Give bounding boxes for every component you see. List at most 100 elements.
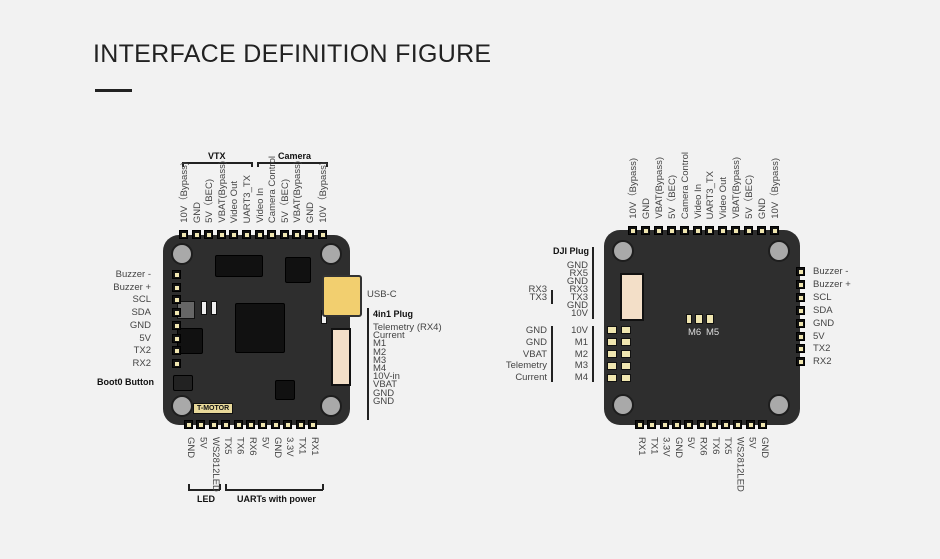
m6-pad <box>686 314 692 324</box>
side-pin-label: SDA <box>813 304 833 316</box>
flight-controller-top: T-MOTOR <box>163 235 351 425</box>
led-bracket <box>188 489 220 491</box>
pin-pad <box>653 226 663 235</box>
pin-pad <box>635 420 644 429</box>
top-pin-label: Video In <box>254 188 266 223</box>
vtx-bracket <box>182 162 252 164</box>
bottom-pin-label: TX1 <box>648 437 660 455</box>
mount-hole <box>320 395 342 417</box>
dji-plug-label: DJI Plug <box>553 246 590 256</box>
usb-c-port[interactable] <box>322 275 362 317</box>
dji-plug-connector <box>620 273 644 321</box>
plug-bracket <box>367 308 369 420</box>
boot0-button[interactable] <box>173 375 193 391</box>
pin-pad <box>172 346 181 356</box>
component <box>211 301 217 315</box>
dji-side-label: TX3 <box>529 292 547 303</box>
pin-pad <box>184 420 193 429</box>
top-pin-label: UART3_TX <box>705 170 717 219</box>
top-pin-label: Video Out <box>718 176 730 219</box>
dji-pin-label: 10V <box>571 308 588 319</box>
camera-group-label: Camera <box>278 151 312 161</box>
pin-pad <box>705 226 715 235</box>
bottom-pin-label: RX1 <box>309 437 320 456</box>
plug-pin-label: M1 <box>373 338 387 350</box>
camera-bracket <box>326 162 328 167</box>
pin-pad <box>796 267 805 276</box>
camera-bracket <box>257 162 259 167</box>
side-pin-label: TX2 <box>133 345 151 357</box>
side-pin-label: RX2 <box>813 356 832 368</box>
pin-pad <box>745 420 755 429</box>
dji-pin-label: RX3 <box>569 284 588 295</box>
side-pin-label: TX2 <box>813 343 831 355</box>
pin-pad <box>254 230 264 239</box>
bottom-pin-label: TX6 <box>709 437 721 455</box>
pin-pad <box>179 230 188 239</box>
mount-hole <box>768 240 790 262</box>
dji-pin-label: GND <box>566 300 588 311</box>
bottom-pin-label: RX1 <box>636 437 647 456</box>
4in1-plug-label: 4in1 Plug <box>373 309 414 319</box>
plug-pin-label: GND <box>373 395 395 407</box>
pin-pad <box>204 230 214 239</box>
vtx-group-label: VTX <box>208 151 226 161</box>
bottom-pin-label: 3.3V <box>284 437 296 457</box>
top-pin-label: GND <box>640 197 652 219</box>
top-pin-label: Camera Control <box>267 155 279 223</box>
bottom-pin-label: WS2812LED <box>209 437 221 492</box>
pin-pad <box>758 420 767 429</box>
bottom-pin-label: TX6 <box>234 437 246 455</box>
t-motor-logo: T-MOTOR <box>193 403 234 414</box>
top-pin-label: 10V（Bypass) <box>769 158 781 219</box>
top-pin-label: VBAT(Bypass) <box>216 161 228 223</box>
uarts-bracket <box>225 489 323 491</box>
pin-pad <box>757 226 766 235</box>
m5-label: M5 <box>706 327 720 338</box>
pin-pad <box>696 420 706 429</box>
pin-pad <box>796 344 805 354</box>
plug-pin-label: Telemetry (RX4) <box>373 322 442 333</box>
uarts-bracket <box>322 484 324 490</box>
title-underline <box>95 89 132 92</box>
pin-pad <box>216 230 226 239</box>
pin-pad <box>666 226 676 235</box>
bottom-pin-label: GND <box>672 437 684 459</box>
bottom-pin-label: RX6 <box>697 437 709 456</box>
dji-pin-label: GND <box>566 276 588 287</box>
top-pin-label: Video Out <box>229 180 241 223</box>
plug-pin-label: GND <box>373 387 395 399</box>
rx3-tx3-bracket <box>551 290 553 304</box>
motor-solder-pad <box>621 374 631 382</box>
motor-solder-pad <box>607 362 617 370</box>
pin-pad <box>796 318 805 328</box>
pin-pad <box>744 226 754 235</box>
pin-pad <box>692 226 702 235</box>
side-pin-label: SCL <box>132 294 151 306</box>
pin-pad <box>172 333 181 343</box>
mount-hole <box>768 394 790 416</box>
bottom-pin-label: GND <box>759 437 770 459</box>
pin-pad <box>292 230 302 239</box>
plug-pin-label: Current <box>373 330 405 342</box>
chip <box>275 380 295 400</box>
pin-pad <box>267 230 277 239</box>
pin-pad <box>721 420 731 429</box>
pin-pad <box>229 230 239 239</box>
pin-pad <box>769 226 779 235</box>
mount-hole <box>612 240 634 262</box>
top-pin-label: 10V（Bypass) <box>179 162 190 223</box>
top-pin-label: Camera Control <box>679 151 691 219</box>
bottom-pin-label: 5V <box>197 437 209 449</box>
chip <box>215 255 263 277</box>
motor-pin-label: M2 <box>574 348 588 360</box>
bottom-pin-label: 5V <box>746 437 758 449</box>
mount-hole <box>171 395 193 417</box>
bottom-pin-label: GND <box>185 437 196 459</box>
dji-pin-label: RX5 <box>569 268 588 279</box>
mount-hole <box>612 394 634 416</box>
pin-pad <box>640 226 650 235</box>
chip <box>285 257 311 283</box>
dji-side-label: RX3 <box>528 284 547 295</box>
side-pin-label: SDA <box>131 307 151 319</box>
